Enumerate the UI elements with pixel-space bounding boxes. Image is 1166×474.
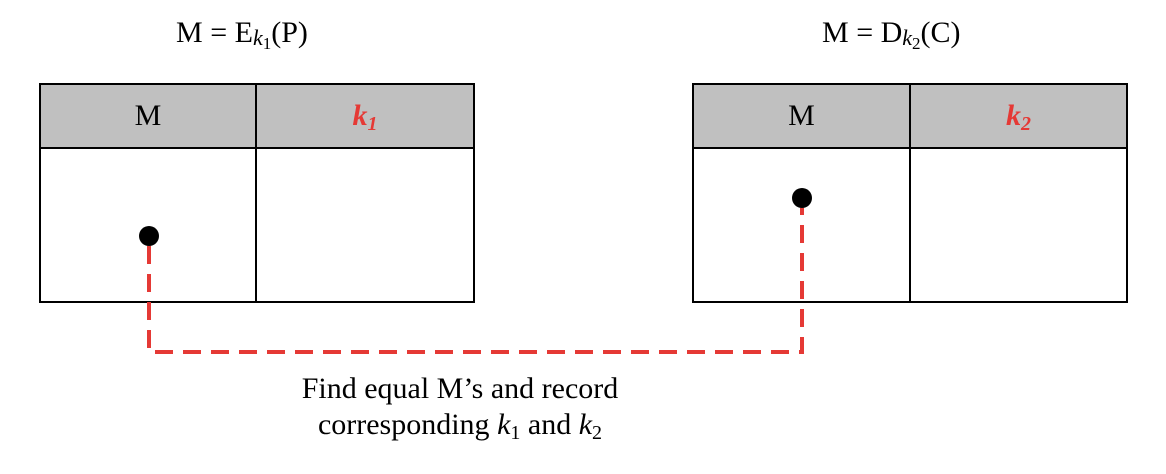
right-table-header-key-index: 2 — [1021, 113, 1031, 135]
caption: Find equal M’s and record corresponding … — [0, 371, 920, 446]
caption-k2-var: k — [578, 408, 593, 441]
right-formula-function: D — [880, 16, 903, 49]
right-formula-lhs: M — [822, 16, 849, 49]
right-table-cell-m — [692, 147, 911, 303]
left-formula-equals: = — [210, 16, 228, 49]
left-table-header-m: M — [39, 83, 257, 149]
left-formula-function: E — [234, 16, 253, 49]
caption-k2-index: 2 — [592, 422, 603, 444]
left-table-header-key-index: 1 — [367, 113, 378, 135]
caption-k1-var: k — [497, 408, 511, 441]
caption-line-1: Find equal M’s and record — [301, 372, 619, 405]
left-table-cell-m — [39, 147, 257, 303]
caption-line-2-prefix: corresponding — [317, 408, 498, 441]
left-table-cell-key — [255, 147, 475, 303]
right-table: M k2 — [692, 83, 1128, 303]
left-table-header-key: k1 — [255, 83, 475, 149]
right-formula-equals: = — [856, 16, 874, 49]
left-table-header-key-var: k — [352, 99, 368, 132]
left-formula-key-index: 1 — [262, 34, 272, 53]
right-table-cell-key — [909, 147, 1128, 303]
caption-conjunction: and — [520, 408, 579, 441]
left-formula: M = Ek1(P) — [176, 16, 308, 53]
right-formula-arg: (C) — [920, 16, 961, 49]
left-formula-arg: (P) — [271, 16, 308, 49]
right-table-header-key-var: k — [1006, 99, 1021, 132]
right-formula-key-index: 2 — [912, 34, 921, 53]
caption-k1-index: 1 — [510, 422, 521, 444]
right-table-header-key: k2 — [909, 83, 1128, 149]
left-formula-lhs: M — [176, 16, 203, 49]
right-table-header-m: M — [692, 83, 911, 149]
right-formula-key-var: k — [902, 25, 913, 50]
caption-line-2: corresponding k1 and k2 — [0, 407, 920, 446]
right-formula: M = Dk2(C) — [822, 16, 961, 53]
left-formula-key-var: k — [252, 25, 263, 50]
left-table: M k1 — [39, 83, 475, 303]
